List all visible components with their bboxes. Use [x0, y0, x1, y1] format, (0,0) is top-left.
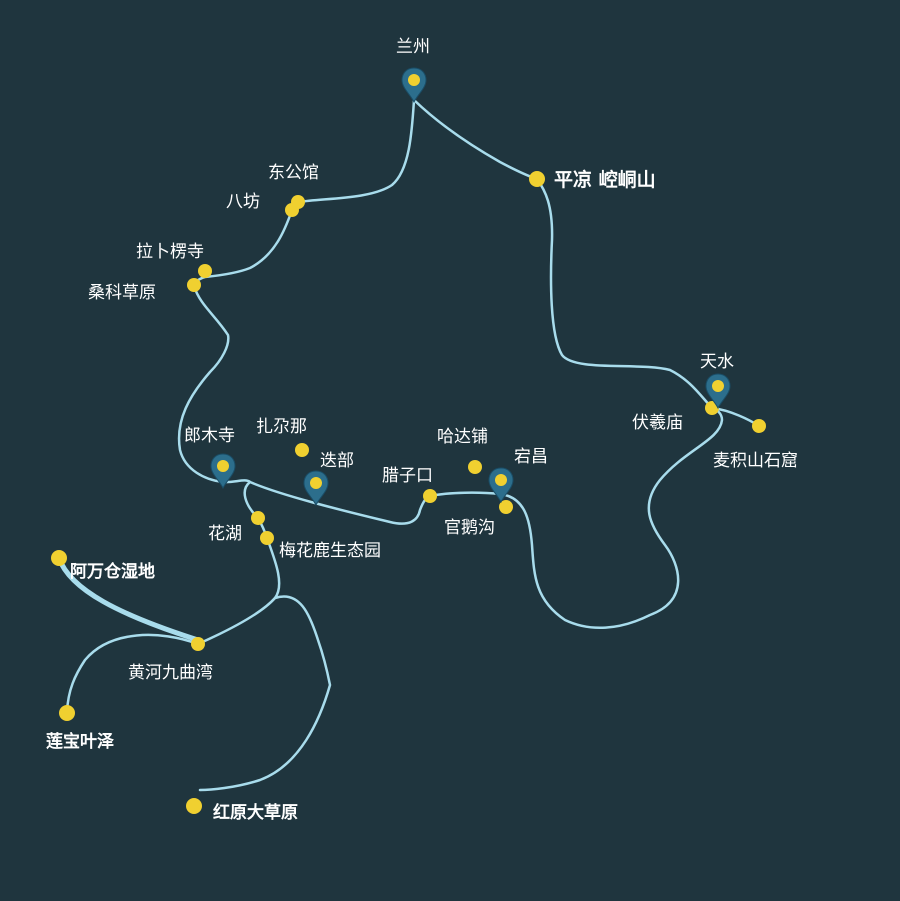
dot-bafang[interactable]	[285, 203, 299, 217]
route-sangke-langmusi	[177, 284, 230, 484]
label-maijishan: 麦积山石窟	[713, 451, 798, 471]
route-langmusi-lazikou	[221, 479, 432, 525]
label-huanghe: 黄河九曲湾	[128, 663, 213, 683]
route-huanghe-lianbao	[65, 633, 200, 714]
pin-diebu-icon[interactable]	[303, 470, 329, 507]
map-pins	[210, 67, 731, 507]
dot-meihualu[interactable]	[260, 531, 274, 545]
pin-dangchang-icon[interactable]	[488, 467, 514, 504]
route-huahu-hongyuan	[198, 595, 332, 792]
label-pingliang: 平凉 崆峒山	[554, 168, 656, 191]
place-dots	[51, 171, 766, 814]
dot-zhaganna[interactable]	[295, 443, 309, 457]
route-lanzhou-pingliang	[412, 98, 539, 181]
route-lanzhou-bafang	[290, 98, 416, 212]
route-lazikou-dangchang	[428, 406, 724, 629]
route-lines	[56, 98, 761, 792]
label-sangke: 桑科草原	[88, 283, 156, 303]
label-lianbao: 莲宝叶泽	[46, 731, 114, 752]
dot-pingliang[interactable]	[529, 171, 545, 187]
pin-lanzhou-icon[interactable]	[401, 67, 427, 104]
label-donggongguan: 东公馆	[268, 163, 319, 183]
route-huahu-huanghe	[196, 536, 281, 646]
dot-hadapu[interactable]	[468, 460, 482, 474]
place-labels: 兰州 平凉 崆峒山 东公馆 八坊 拉卜楞寺 桑科草原 郎木寺 扎尕那 迭部 哈达…	[46, 37, 798, 823]
label-bafang: 八坊	[226, 192, 260, 212]
label-diebu: 迭部	[320, 451, 354, 471]
label-lanzhou: 兰州	[396, 37, 430, 57]
route-tianshui-pingliang	[535, 177, 714, 410]
label-fuximiao: 伏羲庙	[632, 413, 683, 433]
dot-guanegou[interactable]	[499, 500, 513, 514]
route-awancang-huanghe	[56, 555, 201, 643]
dot-maijishan[interactable]	[752, 419, 766, 433]
dot-hongyuan[interactable]	[186, 798, 202, 814]
dot-huahu[interactable]	[251, 511, 265, 525]
dot-sangke[interactable]	[187, 278, 201, 292]
label-guanegou: 官鹅沟	[444, 518, 495, 538]
label-hongyuan: 红原大草原	[213, 802, 298, 823]
pin-tianshui-icon[interactable]	[705, 373, 731, 410]
dot-awancang[interactable]	[51, 550, 67, 566]
label-dangchang: 宕昌	[514, 447, 548, 467]
label-labuleng: 拉卜楞寺	[136, 242, 204, 262]
label-meihualu: 梅花鹿生态园	[279, 541, 381, 561]
pin-langmusi-icon[interactable]	[210, 453, 236, 490]
label-huahu: 花湖	[208, 524, 242, 544]
dot-lazikou[interactable]	[423, 489, 437, 503]
label-tianshui: 天水	[700, 352, 734, 372]
label-hadapu: 哈达铺	[437, 427, 488, 447]
label-langmusi: 郎木寺	[184, 426, 235, 446]
label-zhaganna: 扎尕那	[256, 417, 307, 437]
route-langmusi-huahu	[243, 480, 269, 540]
label-awancang: 阿万仓湿地	[70, 561, 155, 582]
dot-huanghe[interactable]	[191, 637, 205, 651]
dot-labuleng[interactable]	[198, 264, 212, 278]
dot-lianbao[interactable]	[59, 705, 75, 721]
label-lazikou: 腊子口	[382, 466, 433, 486]
